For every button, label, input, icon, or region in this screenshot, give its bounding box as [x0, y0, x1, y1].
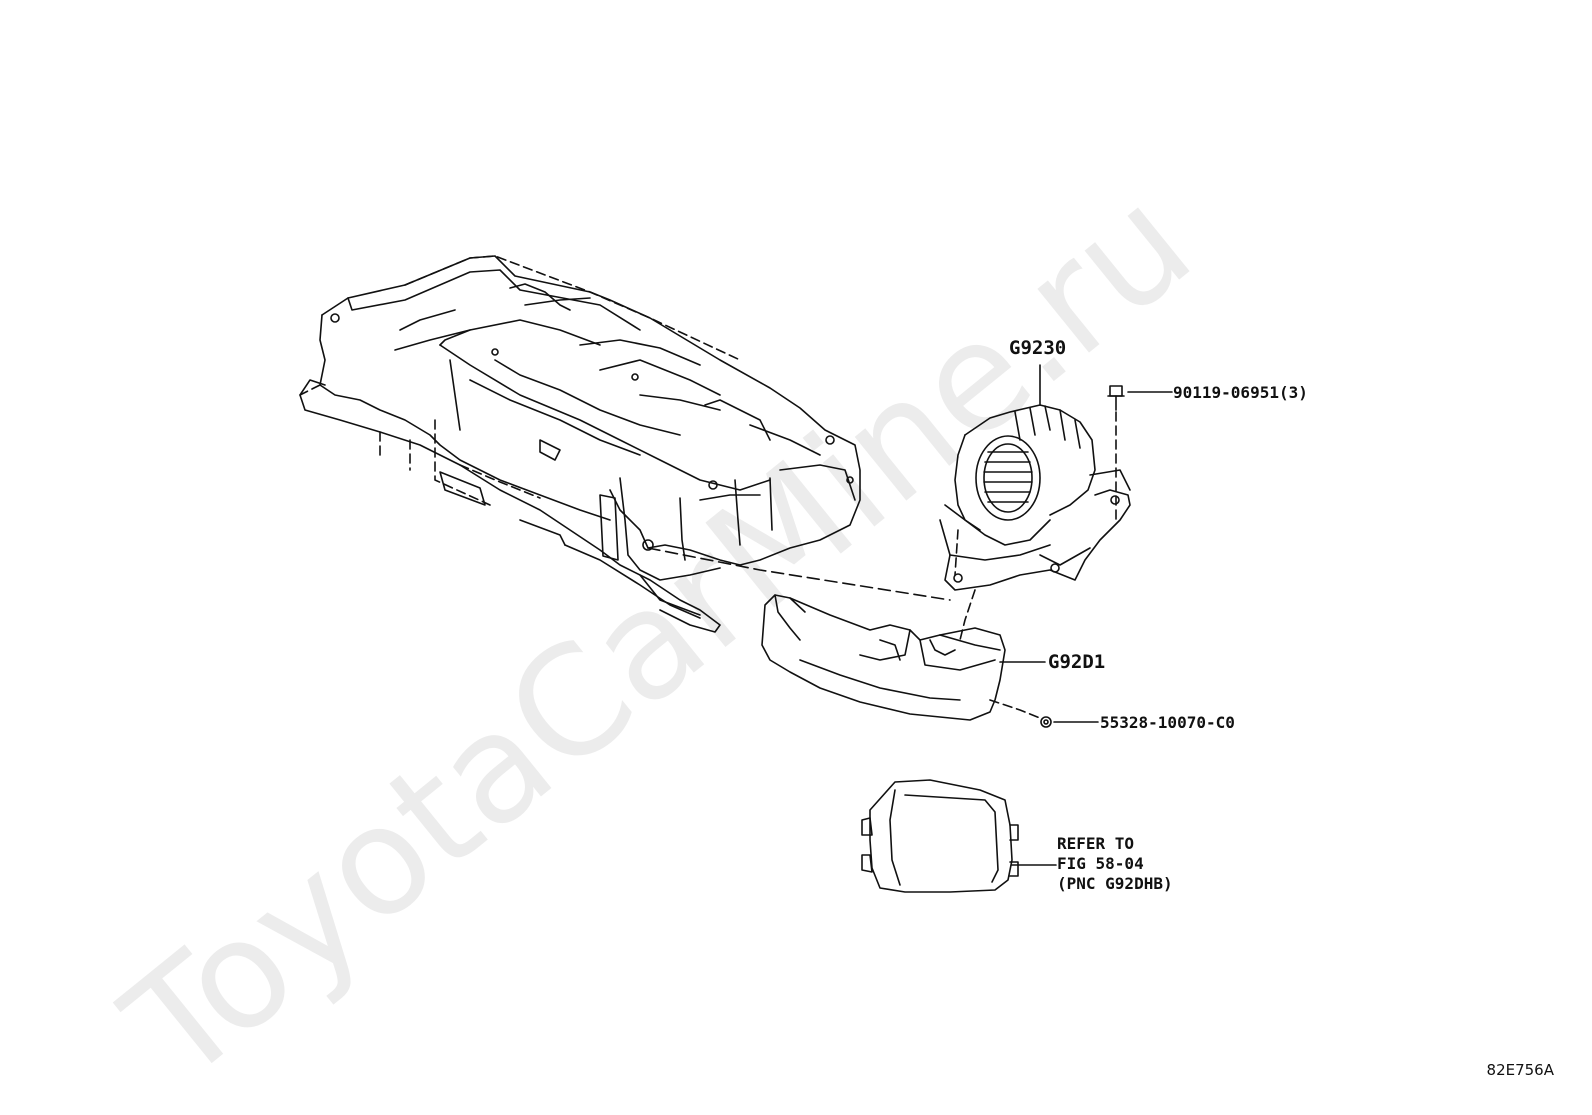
battery-pack-drawing: [299, 255, 861, 633]
callout-clip: 55328-10070-C0: [1100, 713, 1235, 732]
refer-line-2: FIG 58-04: [1057, 854, 1144, 873]
assembly-line-blower-mount: [954, 529, 959, 576]
blower-drawing: [939, 404, 1131, 591]
callout-duct: G92D1: [1048, 651, 1106, 673]
clip-drawing: [1040, 716, 1052, 728]
bolt-drawing: [1107, 385, 1125, 411]
assembly-line-pack: [647, 547, 951, 601]
callout-bolt: 90119-06951(3): [1173, 383, 1308, 402]
refer-line-1: REFER TO: [1057, 834, 1135, 853]
assembly-line-clip: [989, 699, 1041, 719]
duct-drawing: [761, 594, 1006, 721]
pack-hidden-lines: [299, 255, 741, 506]
callout-blower: G9230: [1009, 337, 1067, 359]
diagram-code: 82E756A: [1486, 1061, 1554, 1079]
filter-drawing: [861, 779, 1019, 893]
assembly-line-blower-duct: [959, 589, 976, 641]
refer-line-3: (PNC G92DHB): [1057, 874, 1173, 893]
callout-refer: REFER TO FIG 58-04 (PNC G92DHB): [1057, 834, 1173, 894]
